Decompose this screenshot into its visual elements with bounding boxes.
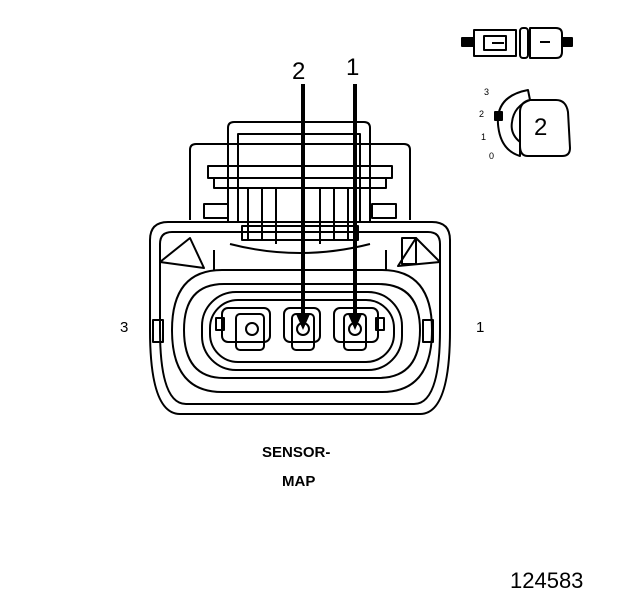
caption-line-2: MAP: [282, 473, 316, 490]
inset-side-view: [461, 27, 573, 59]
inset-position-dial: [494, 89, 571, 157]
caption-line-1: SENSOR-: [262, 444, 331, 461]
callout-label-2: 2: [292, 58, 306, 85]
callout-leader-1: [348, 84, 362, 330]
inset-scale-label-0: 0: [489, 151, 495, 161]
pin-label-1: 1: [476, 319, 485, 336]
inset-position-marker: 2: [534, 114, 548, 141]
callout-label-1: 1: [346, 54, 360, 81]
inset-scale-label-2: 2: [479, 109, 485, 119]
pin-label-3: 3: [120, 319, 129, 336]
inset-scale-label-1: 1: [481, 132, 487, 142]
figure-number: 124583: [510, 568, 584, 593]
terminal-cavity-3: [215, 307, 271, 351]
callout-leader-2: [296, 84, 310, 330]
connector-housing: [149, 221, 451, 415]
inset-scale-label-3: 3: [484, 87, 490, 97]
